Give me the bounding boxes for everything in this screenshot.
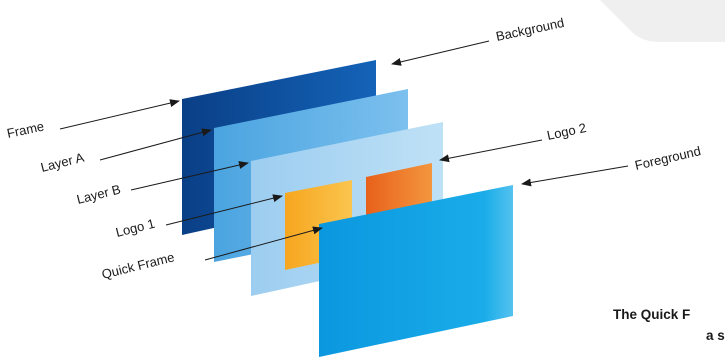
caption-line-1: The Quick F xyxy=(613,307,690,322)
caption-line-2: a s xyxy=(706,328,725,343)
label-logo-1: Logo 1 xyxy=(114,216,156,240)
label-foreground: Foreground xyxy=(633,143,702,173)
arrow-frame xyxy=(59,99,180,130)
foreground-panel xyxy=(319,185,513,357)
label-logo-2: Logo 2 xyxy=(546,120,588,143)
label-background: Background xyxy=(495,15,566,44)
arrow-logo-1 xyxy=(165,194,283,226)
arrow-quick-frame xyxy=(204,226,323,261)
arrow-layer-b xyxy=(130,161,249,191)
corner-shape xyxy=(600,0,725,42)
arrow-background xyxy=(391,40,490,66)
label-layer-a: Layer A xyxy=(39,150,86,175)
label-frame: Frame xyxy=(6,118,46,140)
arrow-foreground xyxy=(521,165,629,187)
arrow-layer-a xyxy=(99,128,212,161)
arrow-logo-2 xyxy=(439,139,543,163)
label-quick-frame: Quick Frame xyxy=(100,249,176,282)
label-layer-b: Layer B xyxy=(75,182,122,207)
